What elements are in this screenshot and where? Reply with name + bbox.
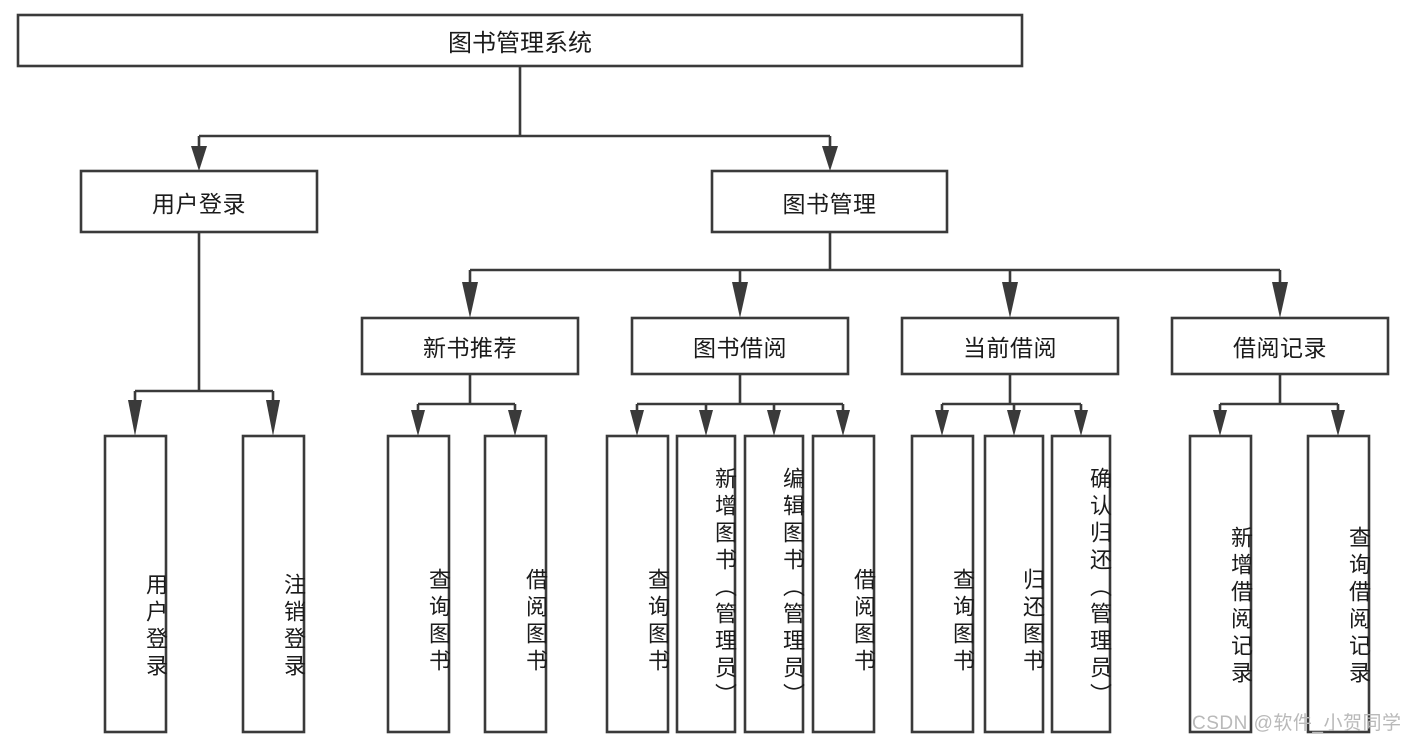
node-box-leaf-edit-book[interactable] [743, 434, 805, 734]
node-box-leaf-add-book[interactable] [675, 434, 737, 734]
arrow-head-leaf-logout [266, 400, 280, 436]
connector-group-book-borrow [630, 374, 850, 436]
arrow-head-leaf-user-login [128, 400, 142, 436]
arrow-head-book-borrow [732, 282, 748, 318]
node-box-leaf-user-login[interactable] [103, 434, 168, 734]
node-box-leaf-logout[interactable] [241, 434, 306, 734]
node-box-leaf-confirm-return[interactable] [1050, 434, 1112, 734]
connector-group-current-borrow [935, 374, 1088, 436]
arrow-head-current-borrow [1002, 282, 1018, 318]
watermark-text: CSDN @软件_小贺同学 [1192, 713, 1402, 734]
connector-group-book-manage [462, 232, 1288, 318]
arrow-head-book-manage [822, 146, 838, 171]
node-box-user-login[interactable] [79, 169, 319, 234]
arrow-head-leaf-confirm-return [1074, 410, 1088, 436]
node-box-leaf-query-book-3[interactable] [910, 434, 975, 734]
node-box-new-book-recommend[interactable] [360, 316, 580, 376]
connector-group-new-book-recommend [411, 374, 522, 436]
node-box-current-borrow[interactable] [900, 316, 1120, 376]
arrow-head-leaf-add-book [699, 410, 713, 436]
arrow-head-leaf-borrow-book-2 [836, 410, 850, 436]
arrow-head-leaf-return-book [1007, 410, 1021, 436]
arrow-head-leaf-query-book-2 [630, 410, 644, 436]
node-box-root[interactable] [16, 13, 1024, 68]
arrow-head-user-login [191, 146, 207, 171]
node-box-book-borrow[interactable] [630, 316, 850, 376]
node-box-leaf-add-record[interactable] [1188, 434, 1253, 734]
node-box-leaf-return-book[interactable] [983, 434, 1045, 734]
arrow-head-borrow-record [1272, 282, 1288, 318]
arrow-head-leaf-query-book-3 [935, 410, 949, 436]
arrow-head-leaf-borrow-book-1 [508, 410, 522, 436]
node-box-leaf-query-record[interactable] [1306, 434, 1371, 734]
arrow-head-new-book-recommend [462, 282, 478, 318]
node-box-borrow-record[interactable] [1170, 316, 1390, 376]
node-box-leaf-query-book-1[interactable] [386, 434, 451, 734]
node-box-leaf-query-book-2[interactable] [605, 434, 670, 734]
connector-group-borrow-record [1213, 374, 1345, 436]
arrow-head-leaf-edit-book [767, 410, 781, 436]
node-box-leaf-borrow-book-2[interactable] [811, 434, 876, 734]
arrow-head-leaf-query-record [1331, 410, 1345, 436]
node-box-leaf-borrow-book-1[interactable] [483, 434, 548, 734]
connector-group-user-login [128, 232, 280, 436]
arrow-head-leaf-query-book-1 [411, 410, 425, 436]
arrow-head-leaf-add-record [1213, 410, 1227, 436]
connector-group-root [191, 66, 838, 171]
node-box-book-manage[interactable] [710, 169, 949, 234]
